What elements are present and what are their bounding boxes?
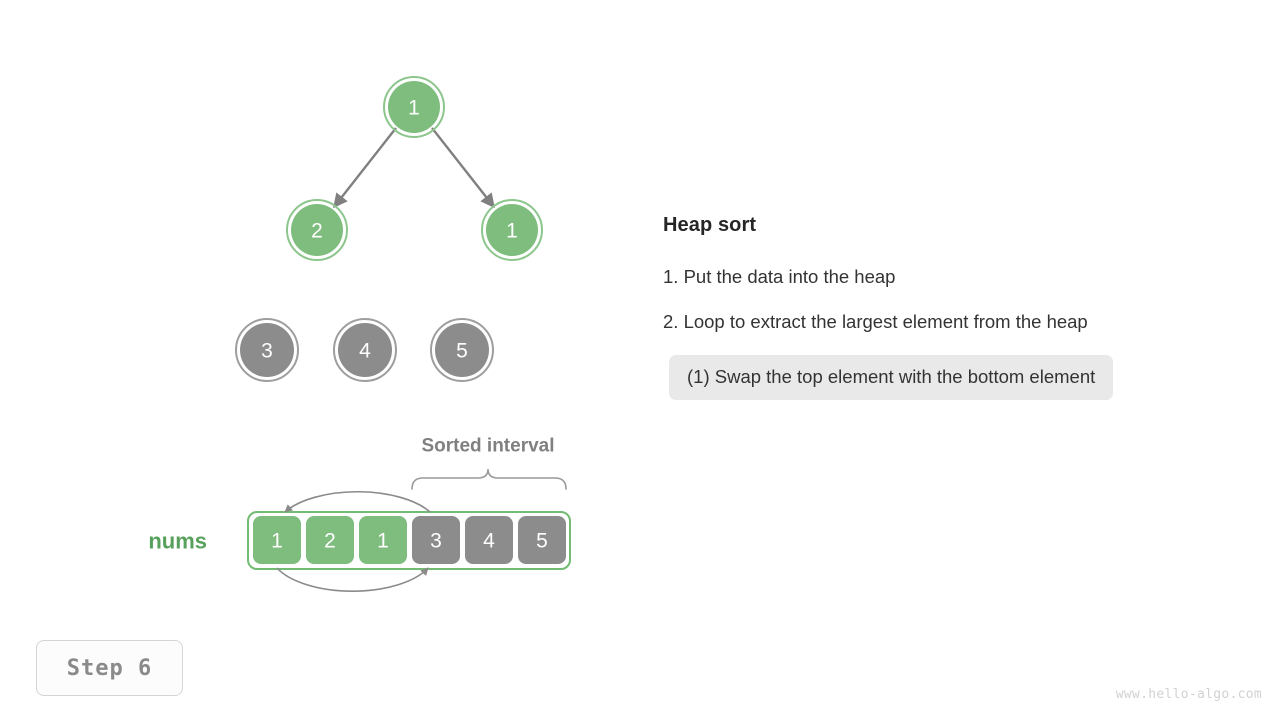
node-value: 1 [408,97,420,120]
info-panel: Heap sort 1. Put the data into the heap … [663,214,1253,401]
tree-node-detached-0[interactable]: 3 [235,318,299,382]
node-value: 5 [456,340,468,363]
cell-box [465,516,513,564]
array-cell-1[interactable]: 2 [306,516,354,564]
info-substep-highlight: (1) Swap the top element with the bottom… [669,355,1114,401]
tree-node-right[interactable]: 1 [481,199,543,261]
tree-edge-root-left [333,127,397,209]
cell-value: 3 [430,530,442,553]
cell-value: 1 [377,530,389,553]
cell-box [359,516,407,564]
watermark: www.hello-algo.com [1115,687,1262,702]
cell-box [412,516,460,564]
tree-node-detached-2[interactable]: 5 [430,318,494,382]
swap-arc-bottom [276,567,429,592]
array-cell-4[interactable]: 4 [465,516,513,564]
tree-node-detached-1[interactable]: 4 [333,318,397,382]
node-value: 4 [359,340,371,363]
tree-node-root[interactable]: 1 [383,76,445,138]
sorted-interval-label: Sorted interval [421,436,554,457]
array-cell-0[interactable]: 1 [253,516,301,564]
array-cell-2[interactable]: 1 [359,516,407,564]
swap-arc-top [284,490,431,513]
cell-value: 5 [536,530,548,553]
node-value: 2 [311,220,323,243]
node-ring [430,318,494,382]
sorted-interval-annotation: Sorted interval [411,436,567,490]
array-cell-5[interactable]: 5 [518,516,566,564]
step-badge: Step 6 [36,640,183,696]
node-value: 1 [506,220,518,243]
node-fill [435,323,489,377]
node-fill [388,81,440,133]
cell-box [306,516,354,564]
tree-edges [333,127,495,209]
node-ring [383,76,445,138]
node-value: 3 [261,340,273,363]
info-step-1: 1. Put the data into the heap [663,266,896,287]
array-outer-box [247,511,571,570]
node-ring [333,318,397,382]
tree-nodes: 1 2 1 3 4 5 [235,76,543,382]
swap-arrow [276,490,431,592]
cell-value: 4 [483,530,495,553]
cell-box [253,516,301,564]
array-cell-3[interactable]: 3 [412,516,460,564]
page-title: Heap sort [663,214,757,236]
array-cells: 1 2 1 3 4 5 [253,516,566,564]
tree-node-left[interactable]: 2 [286,199,348,261]
node-fill [486,204,538,256]
cell-value: 1 [271,530,283,553]
node-ring [235,318,299,382]
node-ring [481,199,543,261]
array-label: nums [148,529,207,554]
info-step-2: 2. Loop to extract the largest element f… [663,311,1088,333]
node-fill [338,323,392,377]
cell-box [518,516,566,564]
sorted-interval-brace [411,468,567,490]
node-fill [291,204,343,256]
cell-value: 2 [324,530,336,553]
node-ring [286,199,348,261]
tree-edge-root-right [431,127,495,209]
node-fill [240,323,294,377]
